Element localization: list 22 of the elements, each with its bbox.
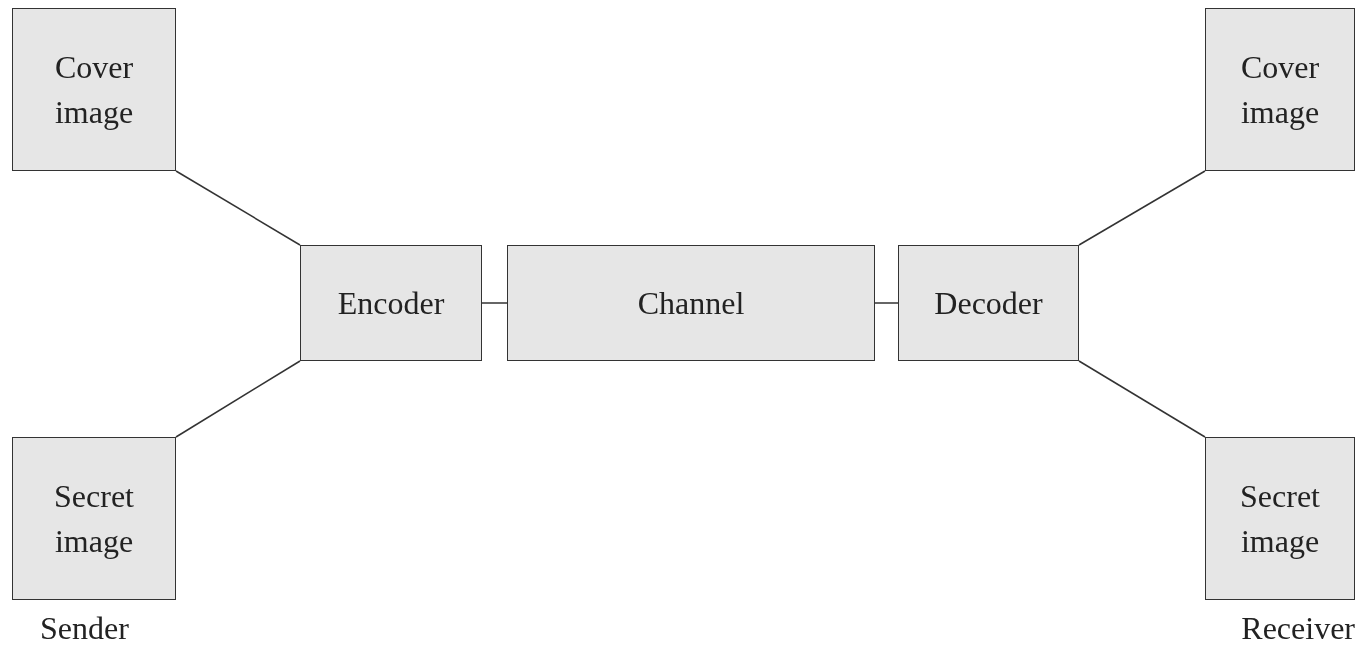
process-box [1205, 437, 1355, 600]
node-label: Secret image [53, 476, 135, 561]
node-caption: Sender [40, 610, 129, 647]
node-label: Channel [637, 283, 745, 323]
node-label: Secret image [1239, 476, 1321, 561]
process-box [300, 245, 482, 361]
process-box [507, 245, 875, 361]
connector-line [481, 302, 508, 304]
process-box [12, 437, 176, 600]
process-box [12, 8, 176, 171]
process-box [898, 245, 1079, 361]
connector-line [1078, 360, 1206, 438]
node-label: Encoder [337, 283, 445, 323]
connector-line [175, 170, 301, 246]
node-label: Cover image [53, 47, 135, 132]
node-label: Cover image [1239, 47, 1321, 132]
connector-line [175, 360, 301, 438]
node-caption: Receiver [1241, 610, 1355, 647]
connector-line [1078, 170, 1206, 246]
connector-line [874, 302, 899, 304]
process-box [1205, 8, 1355, 171]
node-label: Decoder [934, 283, 1043, 323]
